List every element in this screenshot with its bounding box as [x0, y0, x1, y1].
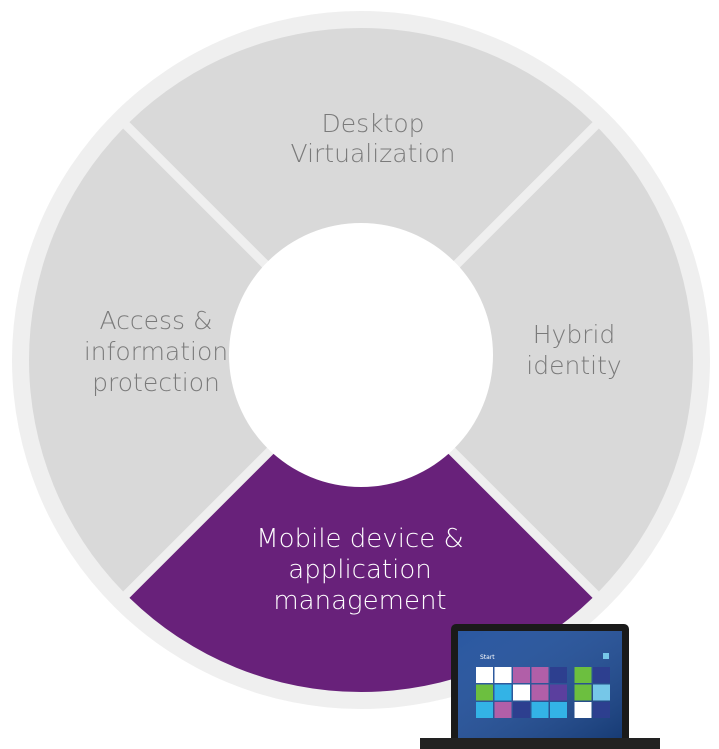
laptop-tile	[494, 684, 512, 701]
laptop-tile	[476, 684, 493, 701]
laptop-tile	[476, 667, 493, 683]
laptop-tile	[550, 667, 567, 683]
laptop-tile	[593, 702, 610, 718]
segment-label-line: management	[273, 586, 446, 616]
center-circle	[229, 223, 493, 487]
segment-top	[129, 28, 593, 278]
segment-label-line: protection	[92, 368, 220, 397]
laptop-tile	[494, 702, 512, 718]
segment-label-line: Access &	[99, 306, 212, 335]
laptop-tile	[513, 667, 530, 683]
segment-label-line: Virtualization	[291, 139, 456, 168]
laptop-base	[420, 738, 660, 749]
segment-label-line: identity	[526, 351, 621, 380]
segment-label-line: Hybrid	[533, 320, 616, 349]
segment-label-line: Mobile device &	[256, 524, 464, 554]
laptop-tile	[494, 667, 512, 683]
laptop-tile	[513, 702, 530, 718]
laptop-tile	[550, 684, 567, 701]
laptop-tile	[593, 684, 610, 701]
laptop-tile	[574, 702, 592, 718]
laptop-tile	[476, 702, 493, 718]
laptop-tiles	[476, 667, 610, 718]
laptop-tile	[593, 667, 610, 683]
laptop-tile	[531, 702, 549, 718]
laptop-tile	[550, 702, 567, 718]
segment-label-line: Desktop	[321, 109, 424, 138]
laptop-tile	[574, 667, 592, 683]
laptop-tile	[531, 684, 549, 701]
segment-left	[29, 128, 279, 592]
laptop-tile	[513, 684, 530, 701]
laptop-user-tile	[603, 653, 609, 659]
laptop-start-label: Start	[480, 654, 495, 661]
laptop-tile	[574, 684, 592, 701]
segment-right	[443, 128, 693, 592]
laptop-image: Start	[420, 624, 660, 749]
segment-label-line: information	[84, 337, 228, 366]
laptop-tile	[531, 667, 549, 683]
segment-label-line: application	[288, 555, 431, 585]
